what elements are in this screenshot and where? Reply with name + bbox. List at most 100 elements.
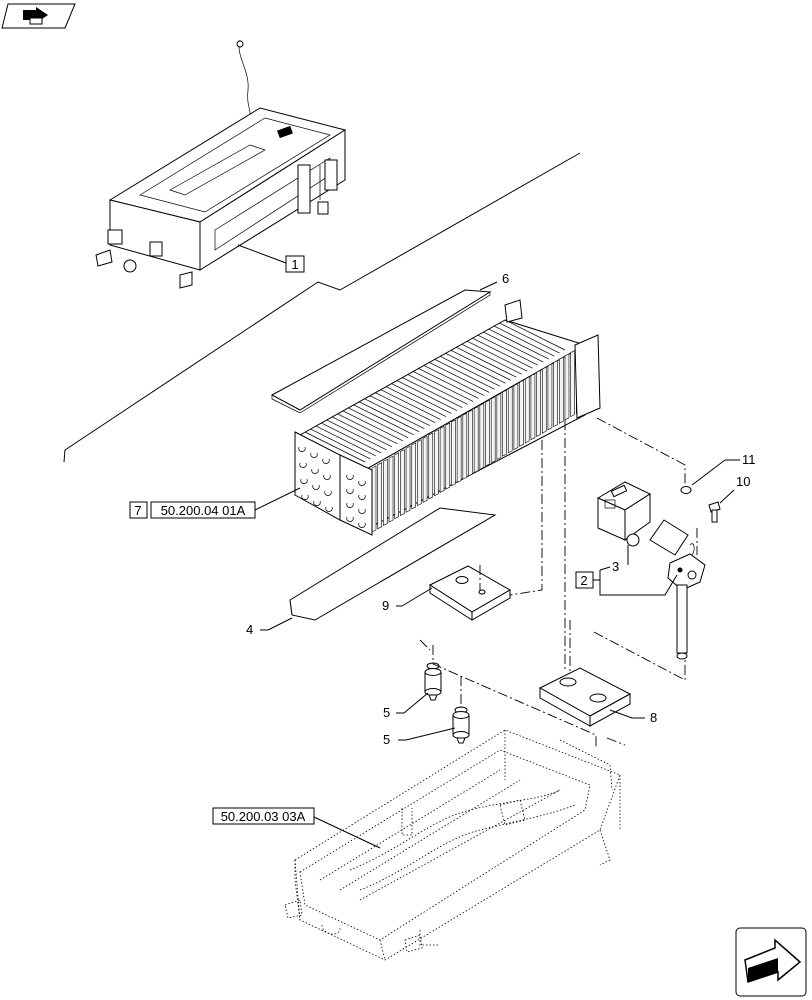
return-bend xyxy=(358,480,366,486)
coil-fin-top xyxy=(391,383,452,414)
callout-8: 8 xyxy=(650,710,657,725)
return-bend xyxy=(325,506,333,512)
callout-11: 11 xyxy=(742,452,756,467)
prev-page-arrow-icon[interactable] xyxy=(1,3,76,29)
evaporator-coil xyxy=(294,299,601,536)
coil-fin xyxy=(541,366,547,434)
return-bend xyxy=(300,478,308,484)
frame-ref[interactable]: 50.200.03 03A xyxy=(221,809,306,824)
coil-fin-top xyxy=(439,356,501,387)
assembly-lines xyxy=(419,417,698,748)
coil-fin xyxy=(445,422,451,490)
base-frame-phantom xyxy=(284,729,621,961)
coil-fin-top xyxy=(331,416,393,448)
return-bend xyxy=(322,458,330,464)
coil-fin xyxy=(558,356,564,424)
coil-fin-top xyxy=(337,413,398,445)
coil-fin-top xyxy=(315,425,376,457)
coil-fin xyxy=(428,432,434,500)
coil-fin-top xyxy=(456,346,517,378)
coil-fin xyxy=(371,465,377,533)
coil-fin-top xyxy=(450,349,512,381)
mounting-plate xyxy=(428,565,512,621)
return-bend xyxy=(301,494,309,500)
coil-fin xyxy=(553,360,558,427)
coil-fin-top xyxy=(472,337,533,369)
callout-6: 6 xyxy=(502,271,509,286)
coil-fin xyxy=(479,402,485,470)
coil-fin-top xyxy=(434,359,495,390)
callout-box-1 xyxy=(285,255,305,273)
coil-fin xyxy=(456,416,462,484)
frame-ref-box xyxy=(212,807,315,825)
callout-7: 7 xyxy=(134,503,141,518)
coil-fin-top xyxy=(380,389,441,420)
coil-fin-top xyxy=(418,368,479,399)
coil-fin xyxy=(411,442,417,510)
callout-2: 2 xyxy=(580,573,587,588)
return-bend xyxy=(358,494,366,500)
thermostat-switch xyxy=(596,481,652,547)
coil-fin-top xyxy=(310,428,371,460)
return-bend xyxy=(298,446,306,452)
coil-fin xyxy=(422,435,428,503)
return-bend xyxy=(311,468,319,474)
return-bend xyxy=(346,488,354,494)
coil-fin-top xyxy=(504,319,566,351)
return-bend xyxy=(346,474,354,480)
coil-fin-top xyxy=(358,401,420,433)
coil-fin xyxy=(570,350,575,418)
coil-fin-top xyxy=(494,325,555,357)
return-bend xyxy=(324,490,332,496)
coil-fin xyxy=(462,412,468,480)
coil-ref[interactable]: 50.200.04 01A xyxy=(161,503,246,518)
coil-fin-top xyxy=(429,362,490,393)
callout-3: 3 xyxy=(612,559,619,574)
coil-fin-top xyxy=(483,331,544,363)
coil-fin-top xyxy=(445,352,506,384)
screw xyxy=(708,501,721,523)
coil-fin-top xyxy=(385,386,447,417)
coil-fin xyxy=(519,379,524,447)
coil-fin-top xyxy=(467,340,528,372)
coil-fin-top xyxy=(412,371,474,402)
coil-fin-top xyxy=(364,398,425,430)
coil-fin-top xyxy=(488,328,549,360)
coil-fin xyxy=(417,439,422,507)
return-bend xyxy=(346,516,354,522)
coil-fin xyxy=(564,353,570,421)
coil-fin-top xyxy=(402,377,463,408)
seal-strip-top xyxy=(270,289,492,414)
coil-fin xyxy=(439,425,445,493)
coil-fin-top xyxy=(348,407,409,439)
return-bend xyxy=(312,484,320,490)
coil-fin xyxy=(400,449,405,516)
coil-fin xyxy=(383,458,388,526)
return-bend xyxy=(346,502,354,508)
coil-fin xyxy=(485,399,490,467)
next-page-arrow-icon[interactable] xyxy=(735,927,807,997)
coil-fin xyxy=(473,406,479,474)
coil-fin xyxy=(507,386,513,454)
coil-fin xyxy=(547,363,553,431)
coil-fin xyxy=(496,392,502,460)
return-bend xyxy=(299,462,307,468)
coil-fin xyxy=(524,376,530,444)
callout-box-7 xyxy=(129,501,148,519)
o-ring xyxy=(680,486,692,494)
coil-fin-top xyxy=(423,365,485,396)
coil-fin xyxy=(530,373,536,441)
coil-fin-top xyxy=(304,431,366,463)
coil-fin xyxy=(388,455,394,523)
coil-fin-top xyxy=(461,343,522,375)
coil-fin-top xyxy=(326,419,387,451)
coil-fin-top xyxy=(396,380,458,411)
coil-fin xyxy=(451,419,456,487)
hvac-housing-assembly xyxy=(95,39,347,289)
coil-fin-top xyxy=(407,374,468,405)
coil-fin-top xyxy=(342,410,403,442)
return-bend xyxy=(323,474,331,480)
callout-5b: 5 xyxy=(383,732,390,747)
return-bend xyxy=(358,508,366,514)
